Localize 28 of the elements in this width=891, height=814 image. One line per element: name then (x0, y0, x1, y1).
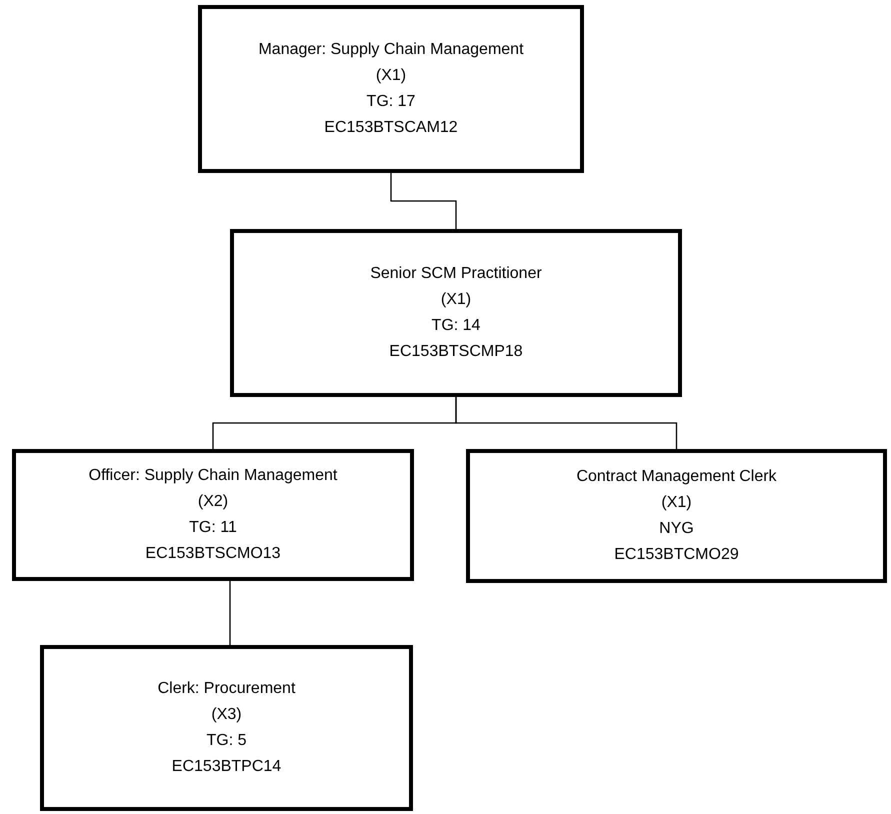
position-text: (X1) (376, 66, 406, 86)
position-text: TG: 17 (366, 92, 416, 112)
position-text: Contract Management Clerk (576, 467, 777, 487)
connector-line (455, 397, 678, 449)
position-text: EC153BTCMO29 (614, 545, 739, 565)
position-text: Officer: Supply Chain Management (88, 466, 338, 486)
position-text: (X1) (661, 493, 692, 513)
position-text: Senior SCM Practitioner (370, 264, 542, 284)
position-text: TG: 5 (206, 731, 246, 751)
position-box (12, 449, 414, 581)
connector-line (229, 581, 231, 645)
position-text: (X1) (440, 290, 472, 310)
position-box (466, 449, 887, 583)
position-box (40, 645, 413, 811)
position-box (230, 229, 682, 397)
position-text: TG: 11 (189, 518, 237, 538)
position-text: Manager: Supply Chain Management (258, 40, 524, 60)
position-text: Clerk: Procurement (158, 679, 296, 699)
position-box (198, 5, 584, 173)
position-text: TG: 14 (432, 316, 480, 336)
position-text: (X3) (211, 705, 242, 725)
position-text: EC153BTSCMO13 (145, 544, 281, 564)
position-text: (X2) (198, 492, 228, 512)
position-text: EC153BTSCMP18 (389, 342, 523, 362)
position-text: EC153BTPC14 (172, 757, 282, 777)
position-text: EC153BTSCAM12 (324, 118, 458, 138)
connector-line (390, 173, 457, 229)
position-text: NYG (659, 519, 694, 539)
